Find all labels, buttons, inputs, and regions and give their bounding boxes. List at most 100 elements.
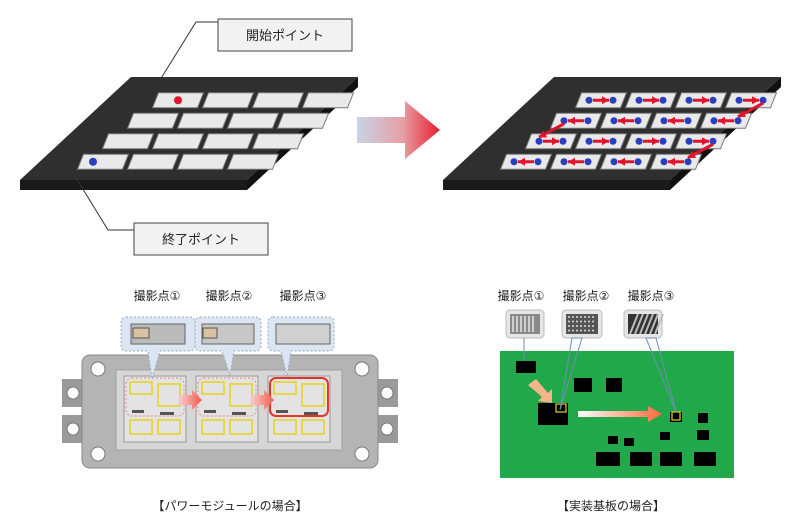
pm-zoom-1-chip	[132, 327, 150, 339]
texture-dot	[576, 320, 578, 323]
texture-dot	[588, 329, 590, 332]
texture-line	[532, 316, 534, 332]
texture-dot	[592, 320, 594, 323]
inspection-point-dot	[584, 117, 592, 125]
texture-dot	[584, 320, 586, 323]
inspection-point-dot	[535, 137, 543, 145]
pm-chip	[132, 410, 144, 413]
texture-line	[649, 313, 659, 335]
pm-zoom-2-chip	[202, 327, 218, 339]
tray-pocket	[301, 92, 355, 109]
left-tray-front	[20, 180, 247, 190]
texture-dot	[584, 329, 586, 332]
pm-cells	[123, 375, 331, 443]
pm-pad	[301, 419, 325, 435]
inspection-point-dot	[659, 96, 667, 104]
pm-point-3-label: 撮影点③	[280, 289, 327, 303]
texture-dot	[592, 316, 594, 318]
tray-pocket	[176, 153, 230, 170]
texture-dot	[572, 320, 574, 323]
start-label-box	[217, 18, 353, 52]
inspection-point-dot	[559, 137, 567, 145]
pm-chip	[304, 412, 318, 415]
texture-line	[524, 316, 526, 332]
pcb-caption: 【実装基板の場合】	[557, 498, 665, 513]
pm-pad	[201, 381, 225, 395]
scan-arrow-head	[652, 96, 659, 105]
scan-arrow-head	[539, 130, 548, 138]
inspection-point-dot	[660, 158, 668, 166]
start-callout: 開始ポイント	[154, 18, 353, 89]
start-label: 開始ポイント	[246, 29, 324, 44]
end-label: 終了ポイント	[162, 232, 240, 248]
pm-pad	[301, 383, 325, 407]
inspection-point-dot	[684, 158, 692, 166]
pcb-component	[660, 432, 670, 440]
scan-arrow-head	[702, 96, 709, 105]
inspection-point-dot	[609, 137, 617, 145]
pcb-component	[516, 361, 536, 373]
pcb-zoom-2-image	[566, 314, 598, 334]
texture-dot	[580, 320, 582, 323]
scan-arrow-head	[618, 116, 625, 125]
pm-chip	[204, 410, 216, 413]
scan-arrow-head	[688, 150, 697, 158]
pcb-zoom-1	[505, 309, 545, 360]
pm-pad	[273, 381, 297, 395]
pcb-component	[630, 452, 652, 466]
tray-pocket	[226, 153, 280, 170]
inspection-point-dot	[759, 96, 767, 104]
tray-pocket	[151, 133, 205, 150]
texture-line	[629, 313, 639, 335]
pcb-component	[697, 430, 709, 440]
texture-dot	[572, 316, 574, 318]
texture-dot	[568, 329, 570, 332]
pm-chip	[160, 412, 174, 415]
pcb-component	[694, 452, 716, 466]
texture-dot	[588, 325, 590, 327]
pcb-zoom-2-pointer	[559, 337, 583, 411]
texture-dot	[580, 329, 582, 332]
texture-dot	[568, 316, 570, 318]
pcb-component	[608, 436, 618, 444]
texture-dot	[584, 325, 586, 327]
right-tray-front	[443, 180, 670, 190]
end-leader-line	[69, 167, 134, 231]
pm-hole	[354, 361, 370, 377]
inspection-point-dot	[610, 158, 618, 166]
tray-pocket	[201, 133, 255, 150]
pcb-zoom-3-pointer	[645, 337, 677, 413]
texture-dot	[588, 320, 590, 323]
right-tray	[443, 77, 781, 190]
texture-dot	[580, 316, 582, 318]
pcb-point-1-label: 撮影点①	[498, 289, 545, 303]
tray-pocket	[101, 133, 155, 150]
inspection-point-dot	[660, 117, 668, 125]
inspection-point-dot	[585, 96, 593, 104]
inspection-point-dot	[609, 96, 617, 104]
pcb-component	[698, 413, 708, 423]
pcb-scan-arrow-2	[578, 406, 662, 422]
pcb-component	[660, 452, 682, 466]
pcb-zoom-2	[559, 309, 603, 411]
inspection-point-dot	[710, 117, 718, 125]
scan-arrow-head	[738, 109, 747, 117]
inspection-point-dot	[635, 96, 643, 104]
scan-arrow-head	[568, 157, 575, 166]
texture-dot	[568, 325, 570, 327]
texture-dot	[576, 329, 578, 332]
inspection-point-dot	[534, 158, 542, 166]
pm-zoom-2	[194, 316, 262, 376]
pm-pad	[129, 419, 153, 435]
tray-pocket	[251, 133, 305, 150]
pm-chip	[276, 410, 288, 413]
pcb: 撮影点① 撮影点② 撮影点③ 【実装基板の場合】	[498, 289, 734, 513]
end-callout: 終了ポイント	[69, 167, 269, 256]
transition-arrow	[357, 101, 440, 159]
pm-hole	[90, 446, 106, 462]
texture-line	[520, 316, 522, 332]
texture-dot	[592, 325, 594, 327]
scan-arrow-head	[602, 137, 609, 146]
power-module: 撮影点① 撮影点② 撮影点③	[62, 289, 398, 513]
pm-zoom-3	[267, 316, 335, 378]
